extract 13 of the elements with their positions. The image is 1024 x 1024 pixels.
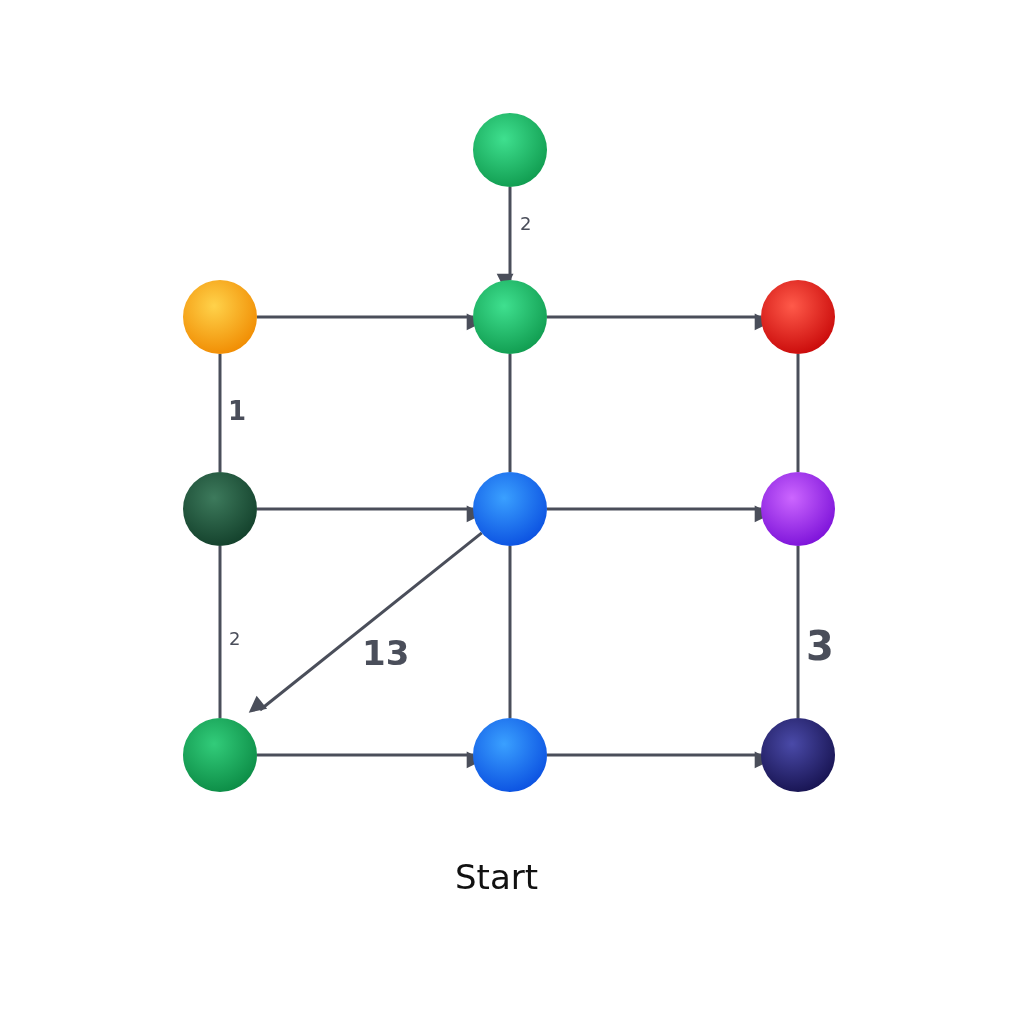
connector-line [796,546,800,718]
connector-line [508,354,512,472]
edge-label: 2 [229,630,241,648]
edge-label: 3 [806,626,834,666]
arrow [248,531,483,713]
edge-label: 1 [228,398,247,424]
connector-line [218,354,222,472]
edge-label: 13 [362,636,410,670]
caption-text: Start [455,860,539,894]
edge-label: 2 [520,215,532,233]
connector-line [218,546,222,718]
connector-line [508,546,512,718]
connector-line [796,354,800,472]
